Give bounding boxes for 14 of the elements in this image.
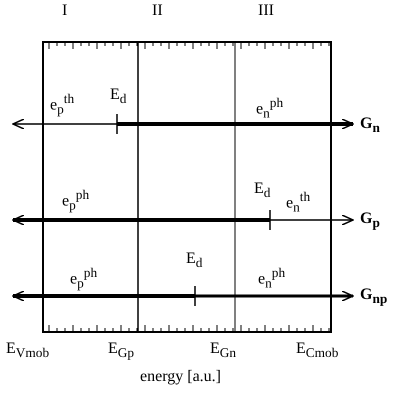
region-numeral: I xyxy=(62,2,68,20)
level-label: E$_{d}$ xyxy=(254,180,270,202)
energy-level-label: E$_{Gn}$ xyxy=(210,340,236,362)
energy-level-label: E$_{Cmob}$ xyxy=(296,340,338,362)
level-label: E$_{d}$ xyxy=(110,86,126,108)
process-label: G$_{p}$ xyxy=(360,210,380,232)
level-label: E$_{d}$ xyxy=(186,250,202,272)
process-label: G$_{n}$ xyxy=(360,115,380,138)
energy-level-label: E$_{Vmob}$ xyxy=(6,340,50,362)
region-numeral: II xyxy=(152,2,163,20)
axis-title: energy [a.u.] xyxy=(140,368,221,386)
process-label: G$_{np}$ xyxy=(360,286,388,308)
energy-level-label: E$_{Gp}$ xyxy=(108,340,134,362)
region-numeral: III xyxy=(258,2,274,20)
